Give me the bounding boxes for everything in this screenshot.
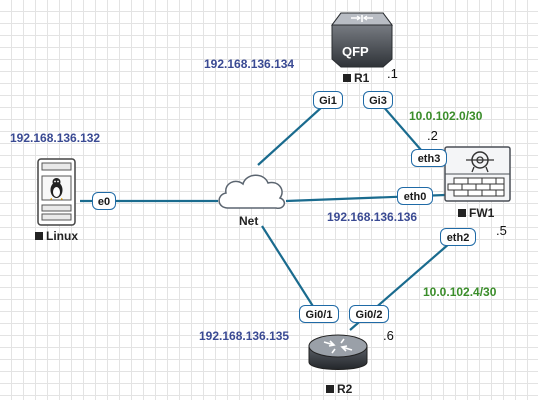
square-marker-icon (326, 385, 334, 393)
interface-r2-gi0-1[interactable]: Gi0/1 (299, 305, 339, 323)
fw1-eth2-octet: .5 (496, 223, 507, 238)
host-linux[interactable] (37, 158, 76, 226)
router-qfp-icon (331, 12, 393, 68)
fw1-label: FW1 (458, 206, 494, 220)
subnet-fw1-r2-label: 10.0.102.4/30 (423, 285, 497, 299)
linux-server-icon (37, 158, 76, 226)
fw1-ip-label: 192.168.136.136 (327, 210, 418, 224)
net-label: Net (239, 214, 259, 228)
r1-label: R1 (343, 71, 369, 85)
subnet-r1-fw1-label: 10.0.102.0/30 (409, 109, 483, 123)
interface-fw1-eth0[interactable]: eth0 (397, 187, 433, 205)
router-r1[interactable]: QFP (329, 7, 395, 69)
r2-name: R2 (337, 382, 353, 396)
r2-gi02-octet: .6 (383, 328, 394, 343)
r1-name: R1 (354, 71, 370, 85)
interface-fw1-eth3[interactable]: eth3 (411, 149, 447, 167)
linux-label: Linux (35, 229, 78, 243)
square-marker-icon (343, 74, 351, 82)
linux-ip-label: 192.168.136.132 (10, 131, 101, 145)
network-cloud-net[interactable] (214, 168, 290, 214)
square-marker-icon (35, 232, 43, 240)
fw1-name: FW1 (469, 206, 495, 220)
router-icon (308, 334, 368, 370)
interface-r1-gi3[interactable]: Gi3 (363, 91, 393, 109)
r1-ip-label: 192.168.136.134 (204, 57, 295, 71)
interface-linux-e0[interactable]: e0 (92, 192, 116, 210)
firewall-fw1[interactable] (444, 146, 511, 202)
interface-fw1-eth2[interactable]: eth2 (440, 228, 476, 246)
interface-r2-gi0-2[interactable]: Gi0/2 (349, 305, 389, 323)
r1-octet: .1 (387, 66, 398, 81)
interface-r1-gi1[interactable]: Gi1 (313, 91, 343, 109)
cloud-icon (218, 174, 286, 210)
r2-ip-label: 192.168.136.135 (199, 329, 290, 343)
router-badge-text: QFP (342, 44, 369, 59)
r2-label: R2 (326, 382, 352, 396)
router-r2[interactable] (307, 330, 369, 378)
firewall-icon (444, 146, 511, 202)
linux-name: Linux (46, 229, 78, 243)
square-marker-icon (458, 209, 466, 217)
fw1-eth3-octet: .2 (427, 128, 438, 143)
